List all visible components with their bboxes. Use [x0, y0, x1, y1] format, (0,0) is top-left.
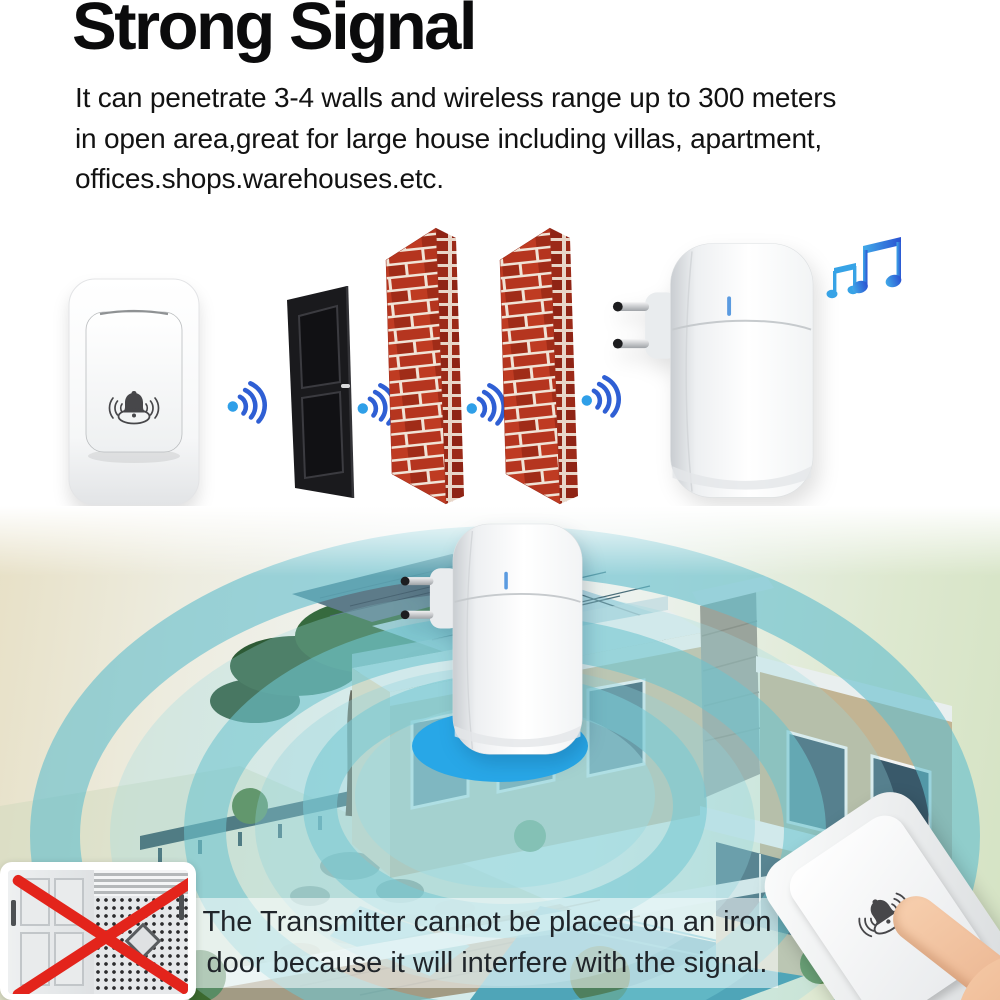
description-line: in open area,great for large house inclu… — [75, 122, 822, 154]
description-line: It can penetrate 3-4 walls and wireless … — [75, 82, 837, 113]
door-graphic — [287, 286, 355, 499]
brick-wall-graphic — [385, 227, 464, 505]
gate-handle — [179, 894, 184, 920]
note-line: The Transmitter cannot be placed on an i… — [202, 906, 772, 938]
transmitter-warning-note: The Transmitter cannot be placed on an i… — [196, 898, 778, 988]
door-handle — [11, 900, 16, 926]
note-line: door because it will interfere with the … — [206, 947, 768, 979]
doorbell-transmitter — [68, 278, 200, 506]
wifi-signal-icon — [466, 383, 506, 426]
music-notes-icon — [826, 237, 902, 299]
plug-in-receiver-large — [399, 523, 584, 756]
plug-in-receiver — [611, 242, 815, 499]
hand-pressing-doorbell — [753, 780, 1000, 1000]
description-text: It can penetrate 3-4 walls and wireless … — [75, 78, 836, 200]
wifi-signal-icon — [227, 381, 267, 424]
description-line: offices.shops.warehouses.etc. — [75, 163, 444, 194]
house-range-scene: The Transmitter cannot be placed on an i… — [0, 506, 1000, 1000]
brick-wall-graphic — [499, 227, 578, 505]
page-title: Strong Signal — [72, 0, 478, 64]
wifi-signal-icon — [581, 375, 621, 418]
iron-door-photo — [8, 870, 188, 994]
iron-door-warning-card — [0, 862, 196, 1000]
